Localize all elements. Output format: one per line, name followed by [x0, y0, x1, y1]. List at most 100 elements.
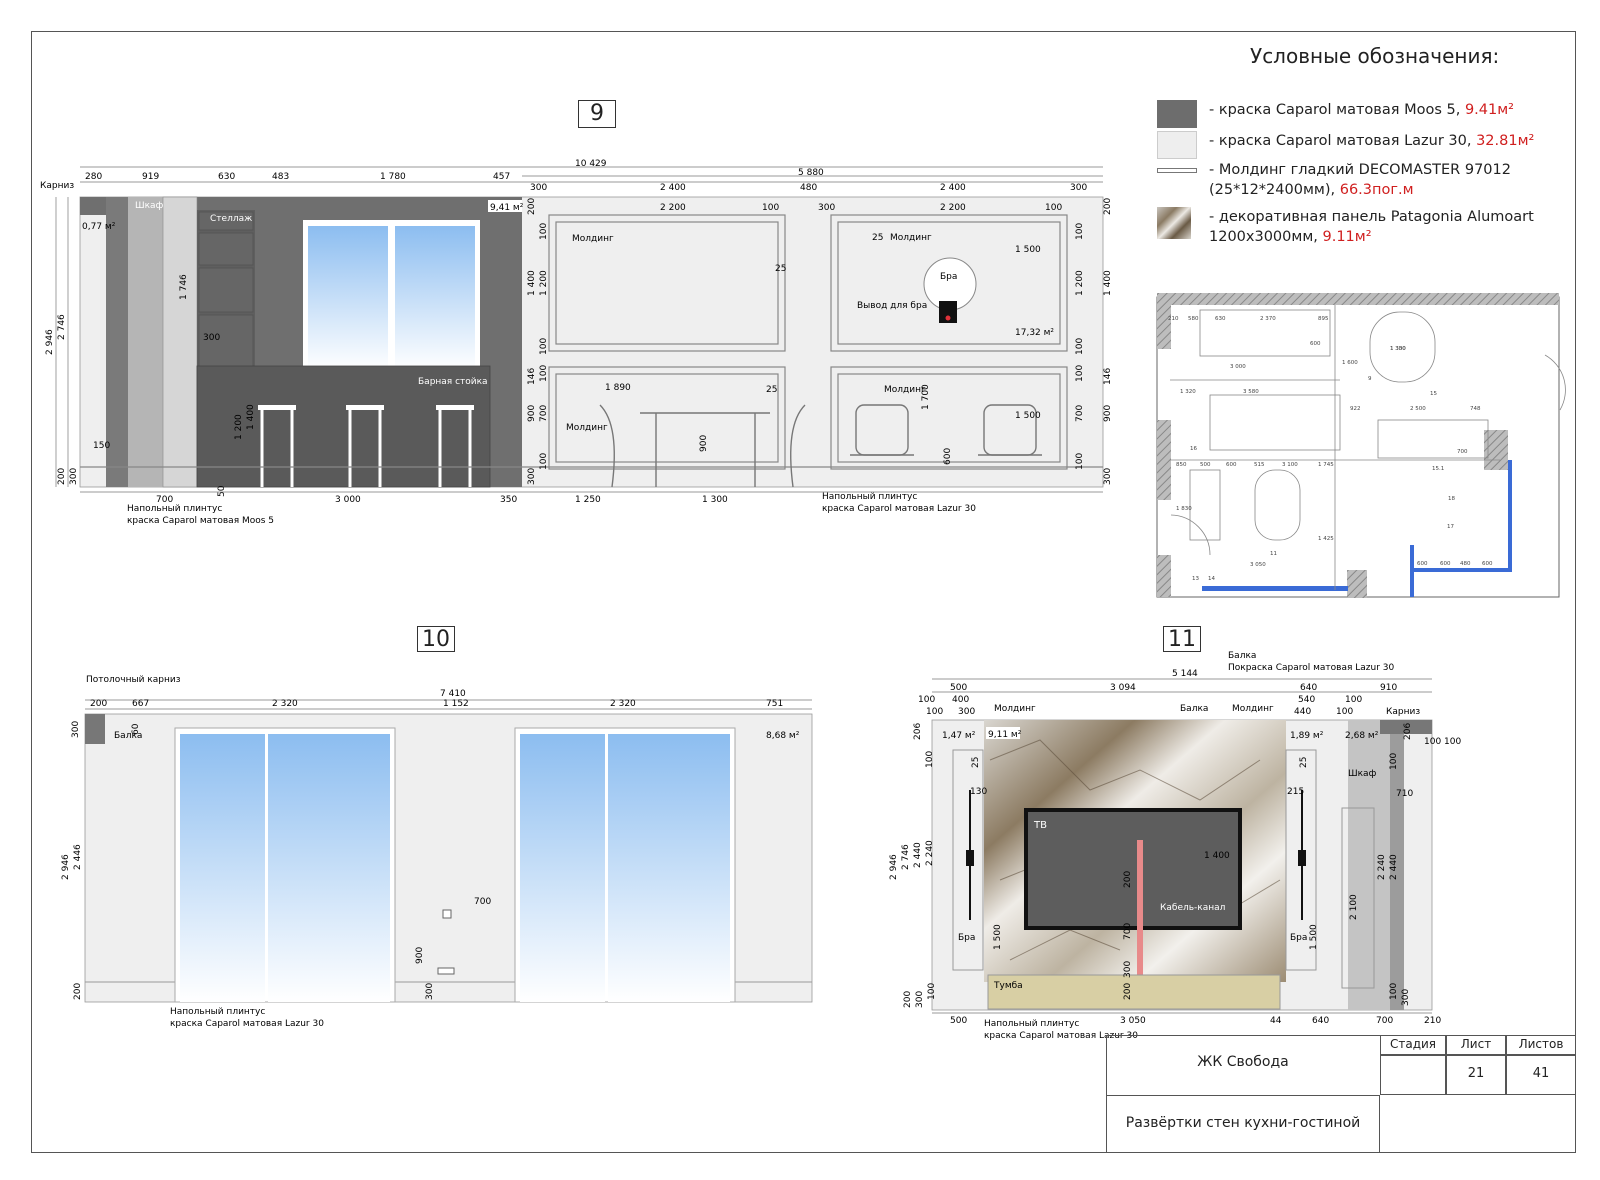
dim: 100: [1345, 695, 1362, 705]
label-molding-left: Молдинг: [994, 704, 1036, 714]
dim: 919: [142, 172, 159, 182]
dim: 25: [775, 264, 786, 274]
dim: 300: [425, 983, 435, 1000]
dim: 206: [913, 723, 923, 740]
title-cell: [1380, 1055, 1446, 1095]
dim: 2 200: [940, 203, 966, 213]
top-dims: 280 919 630 483 1 780 457 300 2 400 480 …: [85, 172, 1087, 213]
elevation-9: 9,41 м² 0,77 м² 17,32 м² Карниз Шкаф Сте…: [40, 159, 1113, 526]
dim: 400: [952, 695, 969, 705]
dim: 100: [925, 751, 935, 768]
dim: 748: [1470, 406, 1481, 412]
dim: 900: [527, 405, 537, 422]
label-stellazh: Стеллаж: [210, 214, 252, 224]
dim: 457: [493, 172, 510, 182]
dim: 480: [800, 183, 817, 193]
dim: 100: [539, 453, 549, 470]
dim: 440: [1294, 707, 1311, 717]
label-molding-right: Молдинг: [1232, 704, 1274, 714]
legend-text: - краска Caparol матовая Lazur 30,: [1209, 133, 1477, 149]
legend-value: 32.81м²: [1476, 133, 1535, 149]
dim: 100: [1336, 707, 1353, 717]
dim: 1 830: [1176, 506, 1192, 512]
dim: 146: [1103, 368, 1113, 385]
dim: 540: [1298, 695, 1315, 705]
title-cell: [1106, 1095, 1380, 1153]
dim: 100: [1045, 203, 1062, 213]
view-number-10: 10: [417, 626, 455, 652]
dim: 100: [927, 983, 937, 1000]
dim: 210: [1168, 316, 1179, 322]
label-molding: Молдинг: [884, 385, 926, 395]
dim: 3 050: [1120, 1016, 1146, 1026]
dim: 3 580: [1243, 389, 1259, 395]
dim: 18: [1448, 496, 1455, 502]
dim: 2 946: [889, 854, 899, 880]
dim: 1 200: [234, 414, 244, 440]
dim: 483: [272, 172, 289, 182]
bottom-dims: 500 3 050 44 640 700 210: [950, 1016, 1441, 1026]
dim: 1 425: [1318, 536, 1334, 542]
dim: 14: [1208, 576, 1215, 582]
dim: 25: [766, 385, 777, 395]
dim: 500: [950, 1016, 967, 1026]
area-far-right: 2,68 м²: [1345, 731, 1379, 741]
dim: 300: [1401, 989, 1411, 1006]
sheets-label: Листов: [1518, 1037, 1564, 1051]
dim: 580: [1188, 316, 1199, 322]
dim: 1 320: [1180, 389, 1196, 395]
label-karniz: Карниз: [40, 181, 74, 191]
legend-text: - Молдинг гладкий DECOMASTER 97012 (25*1…: [1209, 162, 1511, 198]
dim: 300: [958, 707, 975, 717]
dim: 100: [1075, 223, 1085, 240]
dim: 700: [1376, 1016, 1393, 1026]
dim: 200: [527, 198, 537, 215]
dim: 300: [69, 468, 79, 485]
dim: 600: [1440, 561, 1451, 567]
dim: 17: [1447, 524, 1454, 530]
dim: 850: [1176, 462, 1187, 468]
dim: 1 330: [1390, 346, 1406, 352]
dim: 2 446: [73, 844, 83, 870]
dim: 300: [818, 203, 835, 213]
dim: 1 746: [179, 274, 189, 300]
dim: 2 946: [45, 329, 55, 355]
dim: 25: [971, 757, 981, 768]
dim: 1 500: [1015, 411, 1041, 421]
dim: 751: [766, 699, 783, 709]
label-plinth-2: краска Caparol матовая Lazur 30: [170, 1019, 324, 1029]
dim: 2 500: [1410, 406, 1426, 412]
dim: 1 152: [443, 699, 469, 709]
dim: 640: [1300, 683, 1317, 693]
label-tumba: Тумба: [993, 981, 1023, 991]
label-plinth-1: Напольный плинтус: [127, 504, 222, 514]
legend-title: Условные обозначения:: [1250, 44, 1500, 68]
title-cell-project: [1106, 1035, 1380, 1095]
dim: 100: [539, 338, 549, 355]
dim: 100: [1075, 338, 1085, 355]
area-left: 0,77 м²: [82, 222, 116, 232]
view-number-11: 11: [1163, 626, 1201, 652]
sheet-frame: [31, 31, 1576, 1153]
sheets-total: 41: [1532, 1066, 1550, 1081]
dim: 2 400: [660, 183, 686, 193]
dim: 15.1: [1432, 466, 1444, 472]
label-bar-counter: Барная стойка: [418, 377, 488, 387]
dim: 895: [1318, 316, 1329, 322]
dim: 630: [1215, 316, 1226, 322]
top-dims: 500 3 094 640 910 100 400 100 300 540 10…: [918, 683, 1397, 717]
dim: 910: [1380, 683, 1397, 693]
dim: 2 100: [1349, 894, 1359, 920]
dim: 100: [1389, 983, 1399, 1000]
dim: 2 240: [925, 840, 935, 866]
dim: 2 400: [940, 183, 966, 193]
dim: 900: [1103, 405, 1113, 422]
label-balka-paint: Покраска Caparol матовая Lazur 30: [1228, 663, 1394, 673]
dim: 1 700: [921, 384, 931, 410]
dim: 100: [1444, 737, 1461, 747]
dim: 667: [132, 699, 149, 709]
dim: 200: [1123, 983, 1133, 1000]
dim: 2 440: [913, 842, 923, 868]
sheet-number: 21: [1467, 1066, 1485, 1081]
dim: 1 500: [1309, 924, 1319, 950]
